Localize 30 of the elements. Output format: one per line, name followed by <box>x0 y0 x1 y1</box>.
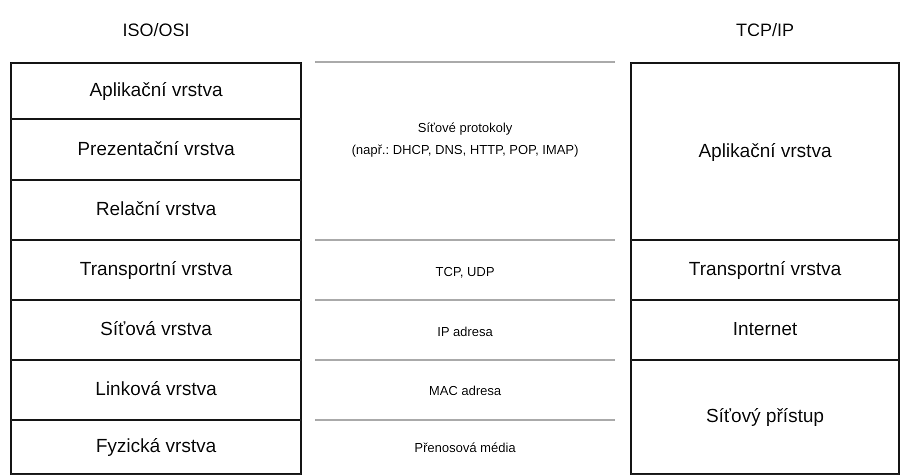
layer-name: Prezentační vrstva <box>77 138 235 160</box>
layer-name: Fyzická vrstva <box>96 436 216 458</box>
layer-box <box>10 419 302 475</box>
protocol-note: TCP, UDP <box>434 264 496 279</box>
layer-box <box>10 359 302 421</box>
protocol-note: Přenosová média <box>413 440 517 455</box>
layer-box <box>630 299 900 361</box>
layer-name: Transportní vrstva <box>688 259 842 281</box>
layer-name: Síťová vrstva <box>100 319 212 341</box>
layer-name: Síťový přístup <box>706 406 824 428</box>
layer-name: Internet <box>732 319 798 341</box>
layer-name: Aplikační vrstva <box>89 80 223 102</box>
layer-box <box>630 359 900 475</box>
layer-box <box>10 239 302 301</box>
layer-box <box>10 118 302 181</box>
protocol-note: (např.: DHCP, DNS, HTTP, POP, IMAP) <box>350 142 580 157</box>
column-heading: TCP/IP <box>734 20 795 41</box>
protocol-note: IP adresa <box>436 324 494 339</box>
protocol-note: MAC adresa <box>428 383 502 398</box>
layer-name: Relační vrstva <box>96 199 216 221</box>
layer-box <box>10 179 302 241</box>
layer-box <box>630 62 900 241</box>
layer-box <box>630 239 900 301</box>
layer-name: Aplikační vrstva <box>698 140 832 162</box>
layer-name: Linková vrstva <box>95 379 217 401</box>
layer-box <box>10 299 302 361</box>
layer-box <box>10 62 302 120</box>
layer-name: Transportní vrstva <box>80 259 232 281</box>
protocol-note: Síťové protokoly <box>416 120 514 135</box>
column-heading: ISO/OSI <box>121 20 191 41</box>
